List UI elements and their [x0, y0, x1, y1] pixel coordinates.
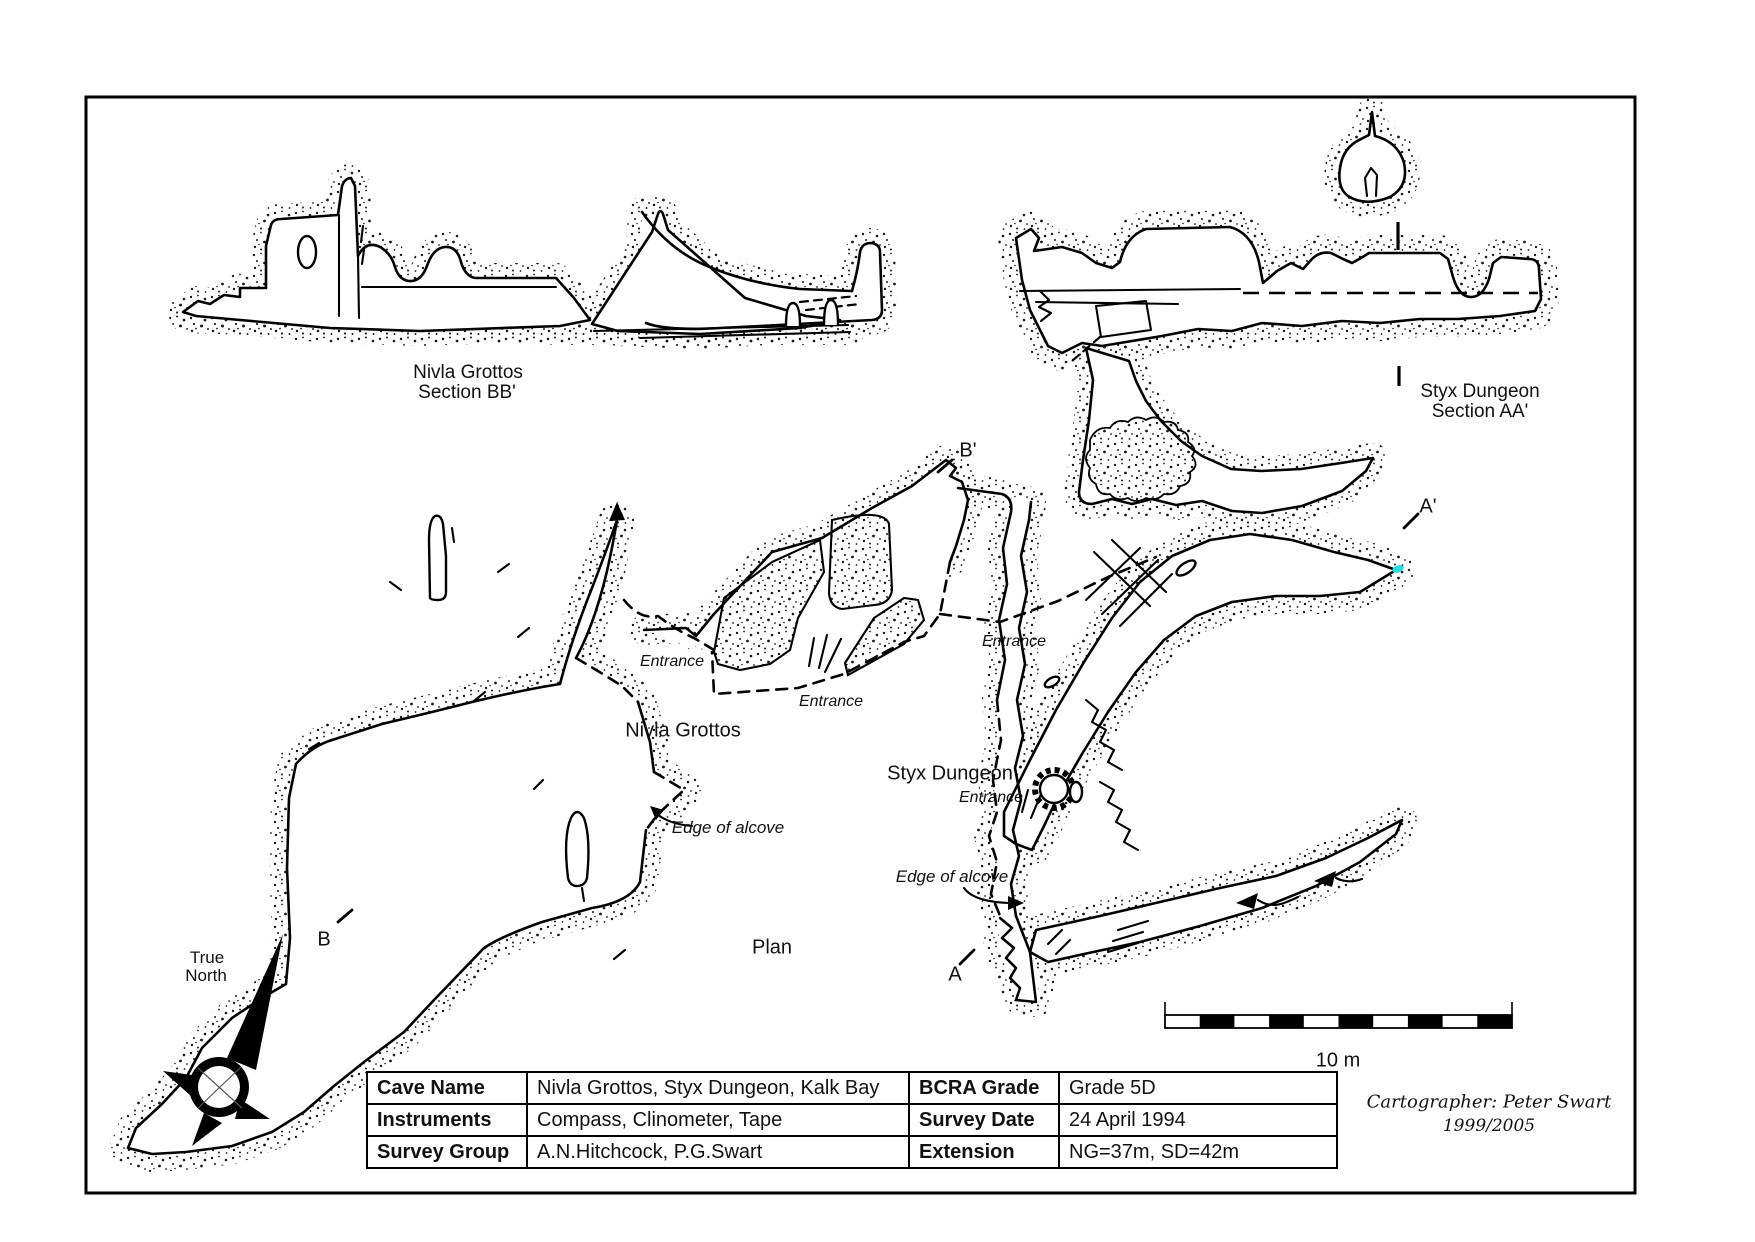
rock-pillar [1175, 559, 1197, 577]
section-bb-title-line1: Nivla Grottos [413, 362, 523, 384]
table-row: Instruments Compass, Clinometer, Tape Su… [366, 1103, 1338, 1137]
north-arrow-icon [163, 934, 283, 1146]
entrance-label: Entrance [798, 692, 864, 710]
cartographer-credit-line1: Cartographer: Peter Swart [1366, 1091, 1612, 1113]
survey-station-mark [1392, 565, 1404, 573]
arrowhead [1008, 896, 1024, 910]
marker-b-prime: B' [959, 439, 977, 462]
breakdown-patch [1085, 416, 1197, 502]
scale-bar [1164, 1002, 1513, 1029]
table-cell: Cave Name [366, 1071, 528, 1105]
table-cell: Nivla Grottos, Styx Dungeon, Kalk Bay [526, 1071, 910, 1105]
rock-pillar [427, 514, 448, 602]
passage-arrow [609, 502, 625, 521]
ceiling-ticks [307, 526, 627, 961]
gradient-ticks [1020, 788, 1150, 956]
alcove-floor-patch [843, 596, 926, 677]
plan-title: Plan [751, 936, 793, 959]
plan-alcove-drawing [642, 458, 1158, 696]
section-bb-drawing [181, 176, 884, 340]
rock-island [827, 513, 894, 611]
plan-nivla-drawing [126, 502, 716, 1156]
section-aa-title-line1: Styx Dungeon [1420, 381, 1540, 403]
entrance-label: Entrance [981, 632, 1047, 650]
table-row: Cave Name Nivla Grottos, Styx Dungeon, K… [366, 1071, 1338, 1105]
table-cell: Grade 5D [1058, 1071, 1338, 1105]
table-cell: Extension [908, 1135, 1060, 1169]
table-cell: Instruments [366, 1103, 528, 1137]
plan-styx-drawing [956, 486, 1404, 1004]
edge-of-alcove-label: Edge of alcove [895, 867, 1009, 887]
arrowhead [650, 806, 664, 820]
cartographer-credit-line2: 1999/2005 [1442, 1116, 1536, 1137]
section-window [296, 234, 318, 270]
edge-of-alcove-label: Edge of alcove [671, 818, 785, 838]
alcove-floor-patch [712, 538, 826, 672]
table-cell: NG=37m, SD=42m [1058, 1135, 1338, 1169]
rock-pillar [1043, 675, 1061, 689]
flow-arrow [1314, 871, 1336, 887]
pit-edge-teeth [1098, 780, 1140, 852]
entrance-label: Entrance [958, 788, 1024, 806]
table-cell: A.N.Hitchcock, P.G.Swart [526, 1135, 910, 1169]
sheet-border [84, 95, 1637, 1195]
section-aa-drawing [1014, 110, 1543, 515]
edge-of-alcove-pointer [962, 886, 1012, 905]
survey-data-table: Cave Name Nivla Grottos, Styx Dungeon, K… [366, 1071, 1338, 1169]
true-north-label-line1: True [189, 948, 225, 968]
table-cell: BCRA Grade [908, 1071, 1060, 1105]
table-cell: Survey Group [366, 1135, 528, 1169]
table-cell: Survey Date [908, 1103, 1060, 1137]
marker-a-prime: A' [1419, 495, 1437, 518]
flow-arrow [1236, 893, 1258, 909]
table-cell: 24 April 1994 [1058, 1103, 1338, 1137]
section-line-ticks [336, 458, 1420, 966]
marker-a: A [948, 963, 962, 986]
table-row: Survey Group A.N.Hitchcock, P.G.Swart Ex… [366, 1135, 1338, 1169]
section-bb-title-line2: Section BB' [418, 382, 516, 404]
entrance-pit [1038, 773, 1070, 805]
scale-bar-label: 10 m [1315, 1049, 1361, 1072]
pillar-lattice [1084, 538, 1174, 628]
marker-b: B [317, 928, 331, 951]
plan-styx-label: Styx Dungeon [887, 762, 1013, 785]
plan-nivla-label: Nivla Grottos [625, 719, 741, 742]
section-aa-title-line2: Section AA' [1431, 401, 1529, 423]
entrance-label: Entrance [639, 652, 705, 670]
table-cell: Compass, Clinometer, Tape [526, 1103, 910, 1137]
true-north-label-line2: North [185, 966, 227, 986]
slope-ticks [807, 633, 843, 674]
pit-edge-teeth [1084, 698, 1124, 772]
rock-pillar [564, 810, 590, 888]
